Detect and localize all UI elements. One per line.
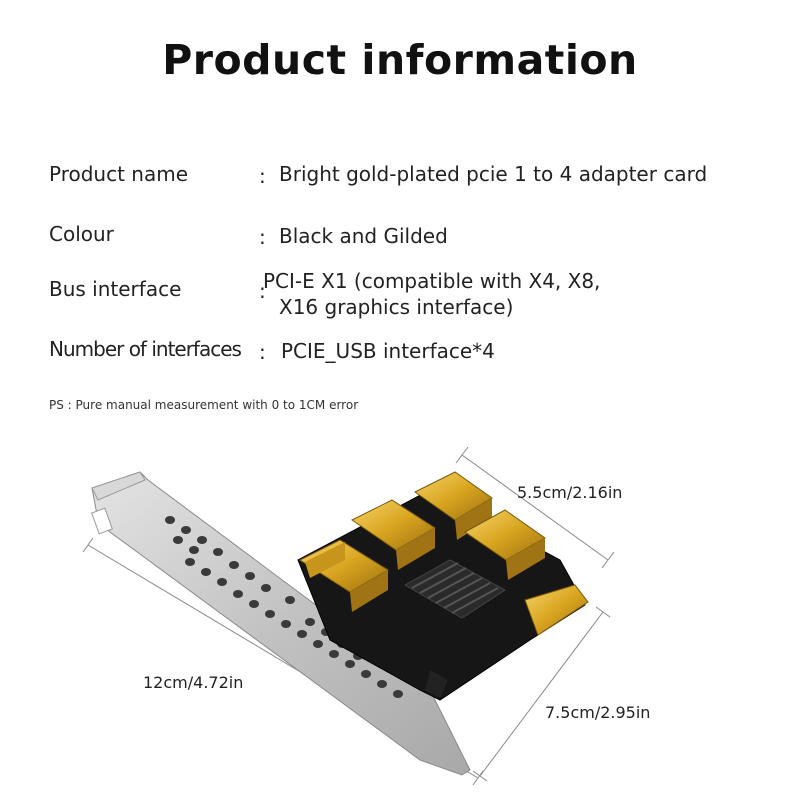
dimension-line-height [472,606,611,782]
spec-label: Product name [49,162,189,186]
spec-label: Number of interfaces [49,337,242,361]
spec-colon: : [259,225,266,249]
spec-value: PCIE_USB interface*4 [281,339,495,363]
usb-port-3 [414,471,493,540]
spec-colon: : [259,279,266,303]
spec-colon: : [259,164,266,188]
spec-value-line-1: PCI-E X1 (compatible with X4, X8, [263,269,601,293]
usb-port-4 [464,509,546,580]
dimension-line-width [455,446,615,569]
heatsink [403,559,506,619]
spec-value: Bright gold-plated pcie 1 to 4 adapter c… [279,162,708,186]
spec-value: Black and Gilded [279,224,448,248]
page-title: Product information [162,36,638,84]
usb-port-2 [351,499,436,570]
mounting-bracket [91,471,471,776]
measurement-note: PS : Pure manual measurement with 0 to 1… [49,398,359,412]
spec-colon: : [259,340,266,364]
spec-label: Bus interface [49,277,182,301]
usb-port-1 [298,539,389,612]
dimension-width-label: 5.5cm/2.16in [517,483,623,502]
dimension-height-label: 7.5cm/2.95in [545,703,651,722]
dimension-length-label: 12cm/4.72in [143,673,244,692]
spec-value-line-2: X16 graphics interface) [279,295,514,319]
spec-label: Colour [49,222,114,246]
